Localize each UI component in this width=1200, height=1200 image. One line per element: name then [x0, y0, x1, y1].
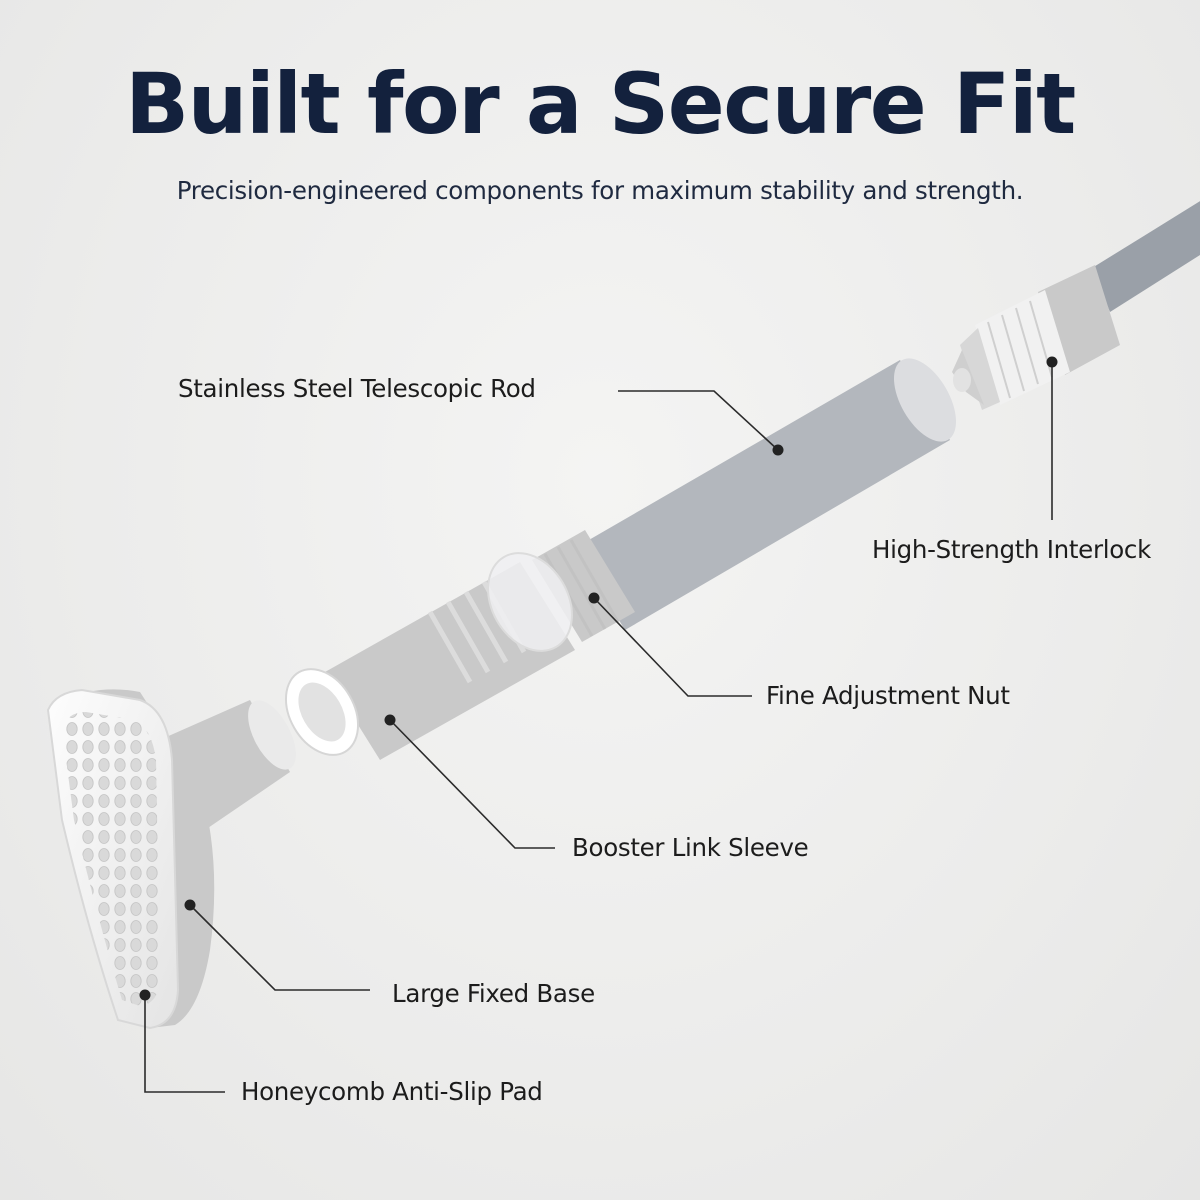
callout-label-pad: Honeycomb Anti-Slip Pad [241, 1077, 543, 1106]
middle-rod [575, 358, 956, 630]
leader-lines [144, 362, 1053, 1093]
booster-sleeve [284, 552, 575, 760]
callout-label-nut: Fine Adjustment Nut [766, 681, 1010, 710]
page-subtitle: Precision-engineered components for maxi… [176, 176, 1024, 205]
callout-label-sleeve: Booster Link Sleeve [572, 833, 809, 862]
upper-rod [1092, 201, 1200, 312]
callout-dots [139, 356, 1058, 1001]
callout-label-rod: Stainless Steel Telescopic Rod [178, 374, 536, 403]
callout-label-base: Large Fixed Base [392, 979, 595, 1008]
page-title: Built for a Secure Fit [125, 55, 1076, 153]
callout-label-interlock: High-Strength Interlock [872, 535, 1151, 564]
interlock-assembly [952, 265, 1120, 410]
fixed-base [46, 688, 296, 1030]
